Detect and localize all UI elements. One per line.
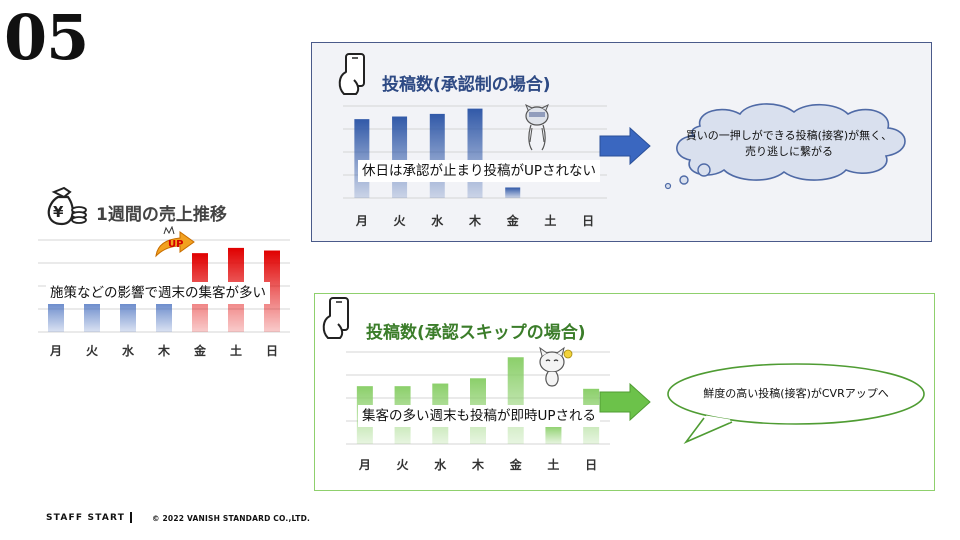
day-label: 日	[582, 214, 595, 228]
sales-chart	[38, 239, 290, 333]
day-label: 日	[585, 458, 598, 472]
arrow-right-icon	[598, 126, 652, 166]
approval-result-line1: 買いの一押しができる投稿(接客)が無く、	[685, 129, 893, 142]
sales-title: 1週間の売上推移	[96, 205, 227, 225]
day-label: 月	[355, 214, 368, 228]
footer-brand: STAFF START	[46, 513, 126, 523]
skip-title: 投稿数(承認スキップの場合)	[366, 323, 586, 343]
approval-caption: 休日は承認が止まり投稿がUPされない	[358, 160, 601, 182]
money-bag-icon: ¥	[40, 184, 88, 228]
bar-木	[156, 295, 172, 332]
day-label: 土	[544, 214, 557, 228]
day-label: 日	[265, 344, 278, 358]
up-badge-text: UP	[168, 239, 183, 250]
bar-木	[467, 108, 483, 198]
slide-number: 05	[4, 1, 89, 74]
day-label: 月	[358, 458, 371, 472]
smartphone-icon	[336, 52, 370, 98]
up-arrow-icon: UP	[152, 225, 198, 260]
day-label: 金	[509, 458, 522, 472]
bar-水	[429, 113, 445, 198]
bar-金	[505, 187, 521, 198]
approval-chart	[343, 105, 607, 199]
bar-火	[84, 295, 100, 332]
bar-日	[264, 250, 280, 332]
day-label: 木	[471, 458, 484, 472]
bar-水	[120, 295, 136, 332]
bar-火	[392, 116, 408, 198]
day-label: 火	[396, 458, 409, 472]
footer-copyright: © 2022 VANISH STANDARD CO.,LTD.	[152, 514, 311, 523]
day-label: 水	[434, 458, 447, 472]
day-label: 火	[85, 344, 98, 358]
smartphone-icon	[320, 296, 354, 342]
day-label: 土	[547, 458, 560, 472]
approval-result-line2: 売り逃しに繋がる	[745, 145, 833, 158]
bar-金	[507, 357, 524, 444]
day-label: 金	[193, 344, 206, 358]
day-label: 水	[121, 344, 134, 358]
day-label: 水	[431, 214, 444, 228]
day-label: 木	[157, 344, 170, 358]
footer-separator	[130, 512, 132, 523]
bar-土	[545, 425, 562, 444]
day-label: 火	[393, 214, 406, 228]
arrow-right-icon	[598, 382, 652, 422]
thought-cloud: 買いの一押しができる投稿(接客)が無く、 売り逃しに繋がる	[660, 100, 930, 194]
day-label: 木	[468, 214, 481, 228]
tired-cat-icon	[520, 103, 556, 152]
speech-bubble: 鮮度の高い投稿(接客)がCVRアップへ	[664, 360, 928, 446]
skip-result: 鮮度の高い投稿(接客)がCVRアップへ	[703, 387, 889, 400]
happy-cat-icon	[534, 346, 574, 388]
sales-caption: 施策などの影響で週末の集客が多い	[46, 282, 270, 304]
bar-月	[354, 119, 370, 198]
approval-title: 投稿数(承認制の場合)	[382, 75, 551, 95]
skip-caption: 集客の多い週末も投稿が即時UPされる	[358, 405, 601, 427]
svg-text:¥: ¥	[53, 203, 64, 221]
day-label: 金	[506, 214, 519, 228]
day-label: 月	[49, 344, 62, 358]
day-label: 土	[229, 344, 242, 358]
bar-月	[48, 295, 64, 332]
